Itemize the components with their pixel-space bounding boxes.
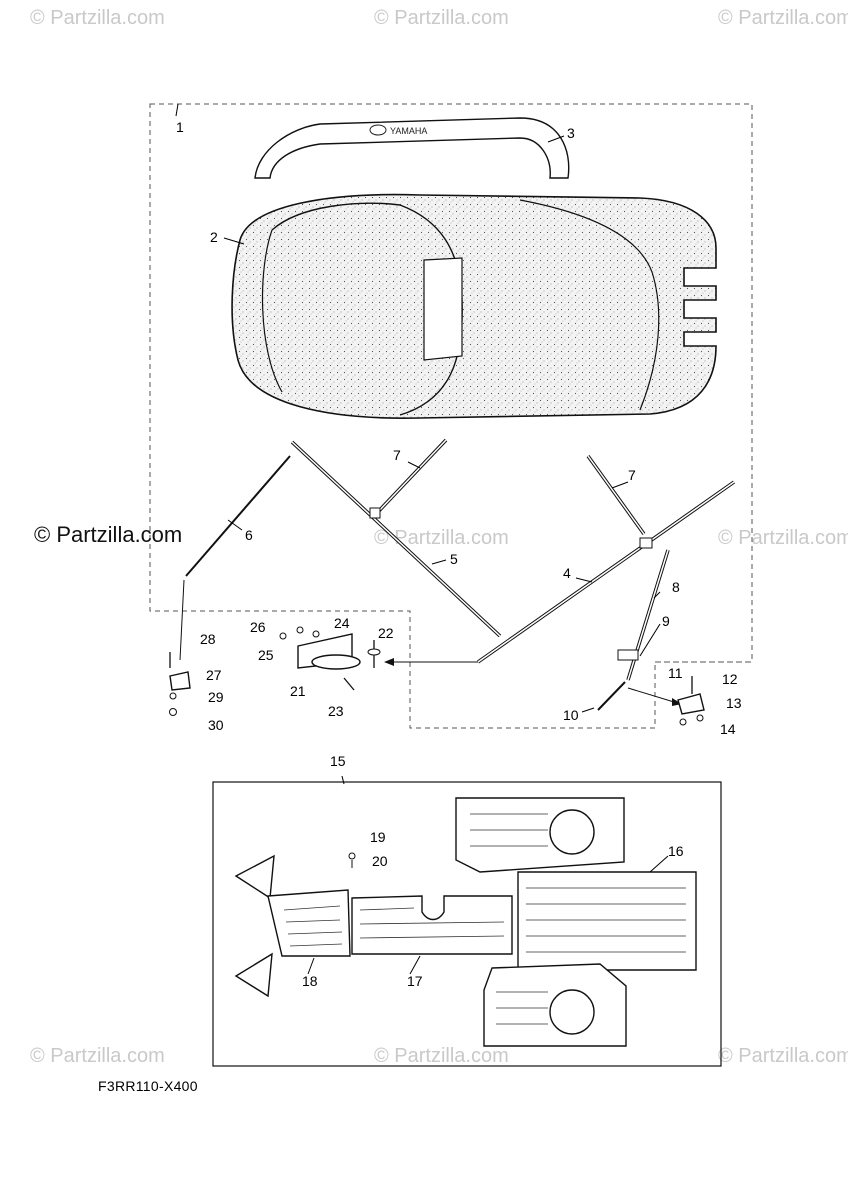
diagram-code: F3RR110-X400 — [98, 1078, 198, 1094]
watermarks: © Partzilla.com © Partzilla.com © Partzi… — [30, 7, 848, 1067]
callout-8: 8 — [672, 579, 680, 595]
callout-2: 2 — [210, 229, 218, 245]
callout-18: 18 — [302, 973, 318, 989]
callout-24: 24 — [334, 615, 350, 631]
callout-10: 10 — [563, 707, 579, 723]
watermark-top-right: © Partzilla.com — [718, 7, 848, 29]
watermark-bottom-left: © Partzilla.com — [30, 1045, 165, 1067]
callout-12: 12 — [722, 671, 738, 687]
callout-21: 21 — [290, 683, 306, 699]
callout-22: 22 — [378, 625, 394, 641]
callout-28: 28 — [200, 631, 216, 647]
callout-3: 3 — [567, 125, 575, 141]
watermark-large: © Partzilla.com — [34, 522, 183, 547]
seat-cover-part-2 — [231, 193, 717, 419]
watermark-bottom-center: © Partzilla.com — [374, 1045, 509, 1067]
callout-4: 4 — [563, 565, 571, 581]
callout-7-left: 7 — [393, 447, 401, 463]
watermark-top-center: © Partzilla.com — [374, 7, 509, 29]
yamaha-logo-text: YAMAHA — [390, 126, 427, 136]
callout-14: 14 — [720, 721, 736, 737]
watermark-mid-right: © Partzilla.com — [718, 527, 848, 549]
callout-15: 15 — [330, 753, 346, 769]
callout-26: 26 — [250, 619, 266, 635]
watermark-bottom-right: © Partzilla.com — [718, 1045, 848, 1067]
callouts: 1 2 3 4 5 6 7 7 8 9 10 11 12 13 14 15 16… — [176, 119, 742, 989]
hardware-11-14 — [677, 676, 705, 726]
callout-5: 5 — [450, 551, 458, 567]
callout-13: 13 — [726, 695, 742, 711]
leader-lines — [175, 103, 669, 975]
callout-6: 6 — [245, 527, 253, 543]
assembly-boundary-1 — [149, 103, 753, 729]
callout-19: 19 — [370, 829, 386, 845]
grab-handle-part-3: YAMAHA — [254, 117, 570, 179]
hardware-21-26 — [279, 626, 381, 691]
callout-23: 23 — [328, 703, 344, 719]
hardware-27-30 — [169, 652, 191, 716]
mat-set — [234, 797, 697, 1047]
callout-30: 30 — [208, 717, 224, 733]
callout-9: 9 — [662, 613, 670, 629]
frame-tubes — [179, 438, 736, 711]
callout-11: 11 — [668, 665, 683, 681]
callout-16: 16 — [668, 843, 684, 859]
callout-7-right: 7 — [628, 467, 636, 483]
callout-25: 25 — [258, 647, 274, 663]
callout-29: 29 — [208, 689, 224, 705]
callout-20: 20 — [372, 853, 388, 869]
callout-17: 17 — [407, 973, 423, 989]
callout-1: 1 — [176, 119, 184, 135]
watermark-top-left: © Partzilla.com — [30, 7, 165, 29]
mat-set-box — [212, 781, 722, 1067]
watermark-mid-center: © Partzilla.com — [374, 527, 509, 549]
callout-27: 27 — [206, 667, 222, 683]
